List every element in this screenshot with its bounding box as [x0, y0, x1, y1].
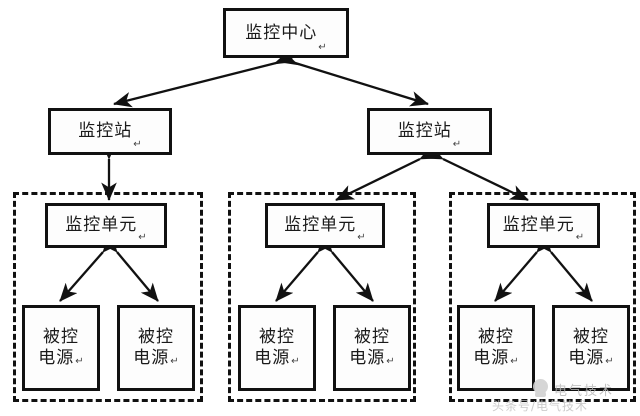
node-controlled-power-left-1-line2: 电源: [38, 348, 75, 368]
node-controlled-power-right-2[interactable]: 被控 电源↵: [552, 305, 630, 391]
node-monitoring-station-left-label: 监控站: [78, 121, 133, 142]
node-controlled-power-middle-1-line1: 被控: [259, 327, 295, 348]
node-monitoring-station-right-label: 监控站: [397, 121, 452, 142]
group-middle: [228, 192, 416, 402]
node-controlled-power-left-2-line2: 电源: [133, 348, 170, 368]
node-controlled-power-middle-2-line2: 电源: [349, 348, 386, 368]
paragraph-mark-icon: ↵: [170, 355, 179, 367]
link-center-to-station-right: [272, 49, 429, 107]
node-controlled-power-middle-2-line1: 被控: [354, 327, 390, 348]
node-monitoring-unit-left[interactable]: 监控单元↵: [45, 203, 167, 248]
paragraph-mark-icon: ↵: [318, 42, 327, 53]
node-monitoring-station-left[interactable]: 监控站↵: [48, 108, 172, 155]
node-controlled-power-left-2[interactable]: 被控 电源↵: [117, 305, 195, 391]
node-monitoring-center[interactable]: 监控中心↵: [223, 8, 349, 58]
watermark-avatar-icon: [533, 379, 548, 397]
node-controlled-power-right-1[interactable]: 被控 电源↵: [457, 305, 535, 391]
node-controlled-power-left-1-line1: 被控: [43, 327, 79, 348]
link-unit-mid-to-power-m2: [314, 233, 374, 302]
paragraph-mark-icon: ↵: [357, 232, 366, 243]
node-monitoring-unit-middle-label: 监控单元: [284, 215, 357, 236]
node-controlled-power-right-2-line1: 被控: [573, 327, 609, 348]
link-unit-right-to-power-r1: [494, 233, 555, 302]
link-unit-mid-to-power-m1: [275, 233, 336, 302]
node-controlled-power-left-1[interactable]: 被控 电源↵: [22, 305, 100, 391]
node-controlled-power-right-2-line2: 电源: [568, 348, 605, 368]
node-controlled-power-left-2-line1: 被控: [138, 327, 174, 348]
node-monitoring-unit-left-label: 监控单元: [65, 215, 138, 236]
node-controlled-power-middle-2[interactable]: 被控 电源↵: [333, 305, 411, 391]
link-unit-right-to-power-r2: [533, 233, 593, 302]
paragraph-mark-icon: ↵: [575, 232, 585, 243]
node-monitoring-center-label: 监控中心: [245, 22, 318, 43]
paragraph-mark-icon: ↵: [452, 139, 462, 150]
link-unit-left-to-power-l1: [59, 233, 121, 302]
watermark-line1: 电气技术: [554, 384, 615, 399]
paragraph-mark-icon: ↵: [510, 355, 519, 367]
node-controlled-power-right-1-line2: 电源: [473, 348, 510, 368]
group-right: [449, 192, 636, 402]
paragraph-mark-icon: ↵: [291, 355, 300, 367]
node-monitoring-station-right[interactable]: 监控站↵: [367, 108, 492, 155]
watermark-line2: 头条号/电气技术: [492, 399, 589, 413]
paragraph-mark-icon: ↵: [138, 232, 147, 243]
link-center-to-station-left: [113, 50, 299, 108]
node-controlled-power-right-1-line1: 被控: [478, 327, 514, 348]
node-monitoring-unit-middle[interactable]: 监控单元↵: [265, 203, 385, 248]
link-unit-left-to-power-l2: [99, 233, 159, 302]
node-controlled-power-middle-1[interactable]: 被控 电源↵: [238, 305, 316, 391]
node-monitoring-unit-right[interactable]: 监控单元↵: [487, 203, 600, 248]
node-monitoring-unit-right-label: 监控单元: [502, 215, 575, 236]
paragraph-mark-icon: ↵: [75, 355, 84, 367]
node-controlled-power-middle-1-line2: 电源: [254, 348, 291, 368]
paragraph-mark-icon: ↵: [605, 355, 614, 367]
paragraph-mark-icon: ↵: [386, 355, 395, 367]
paragraph-mark-icon: ↵: [133, 139, 142, 150]
